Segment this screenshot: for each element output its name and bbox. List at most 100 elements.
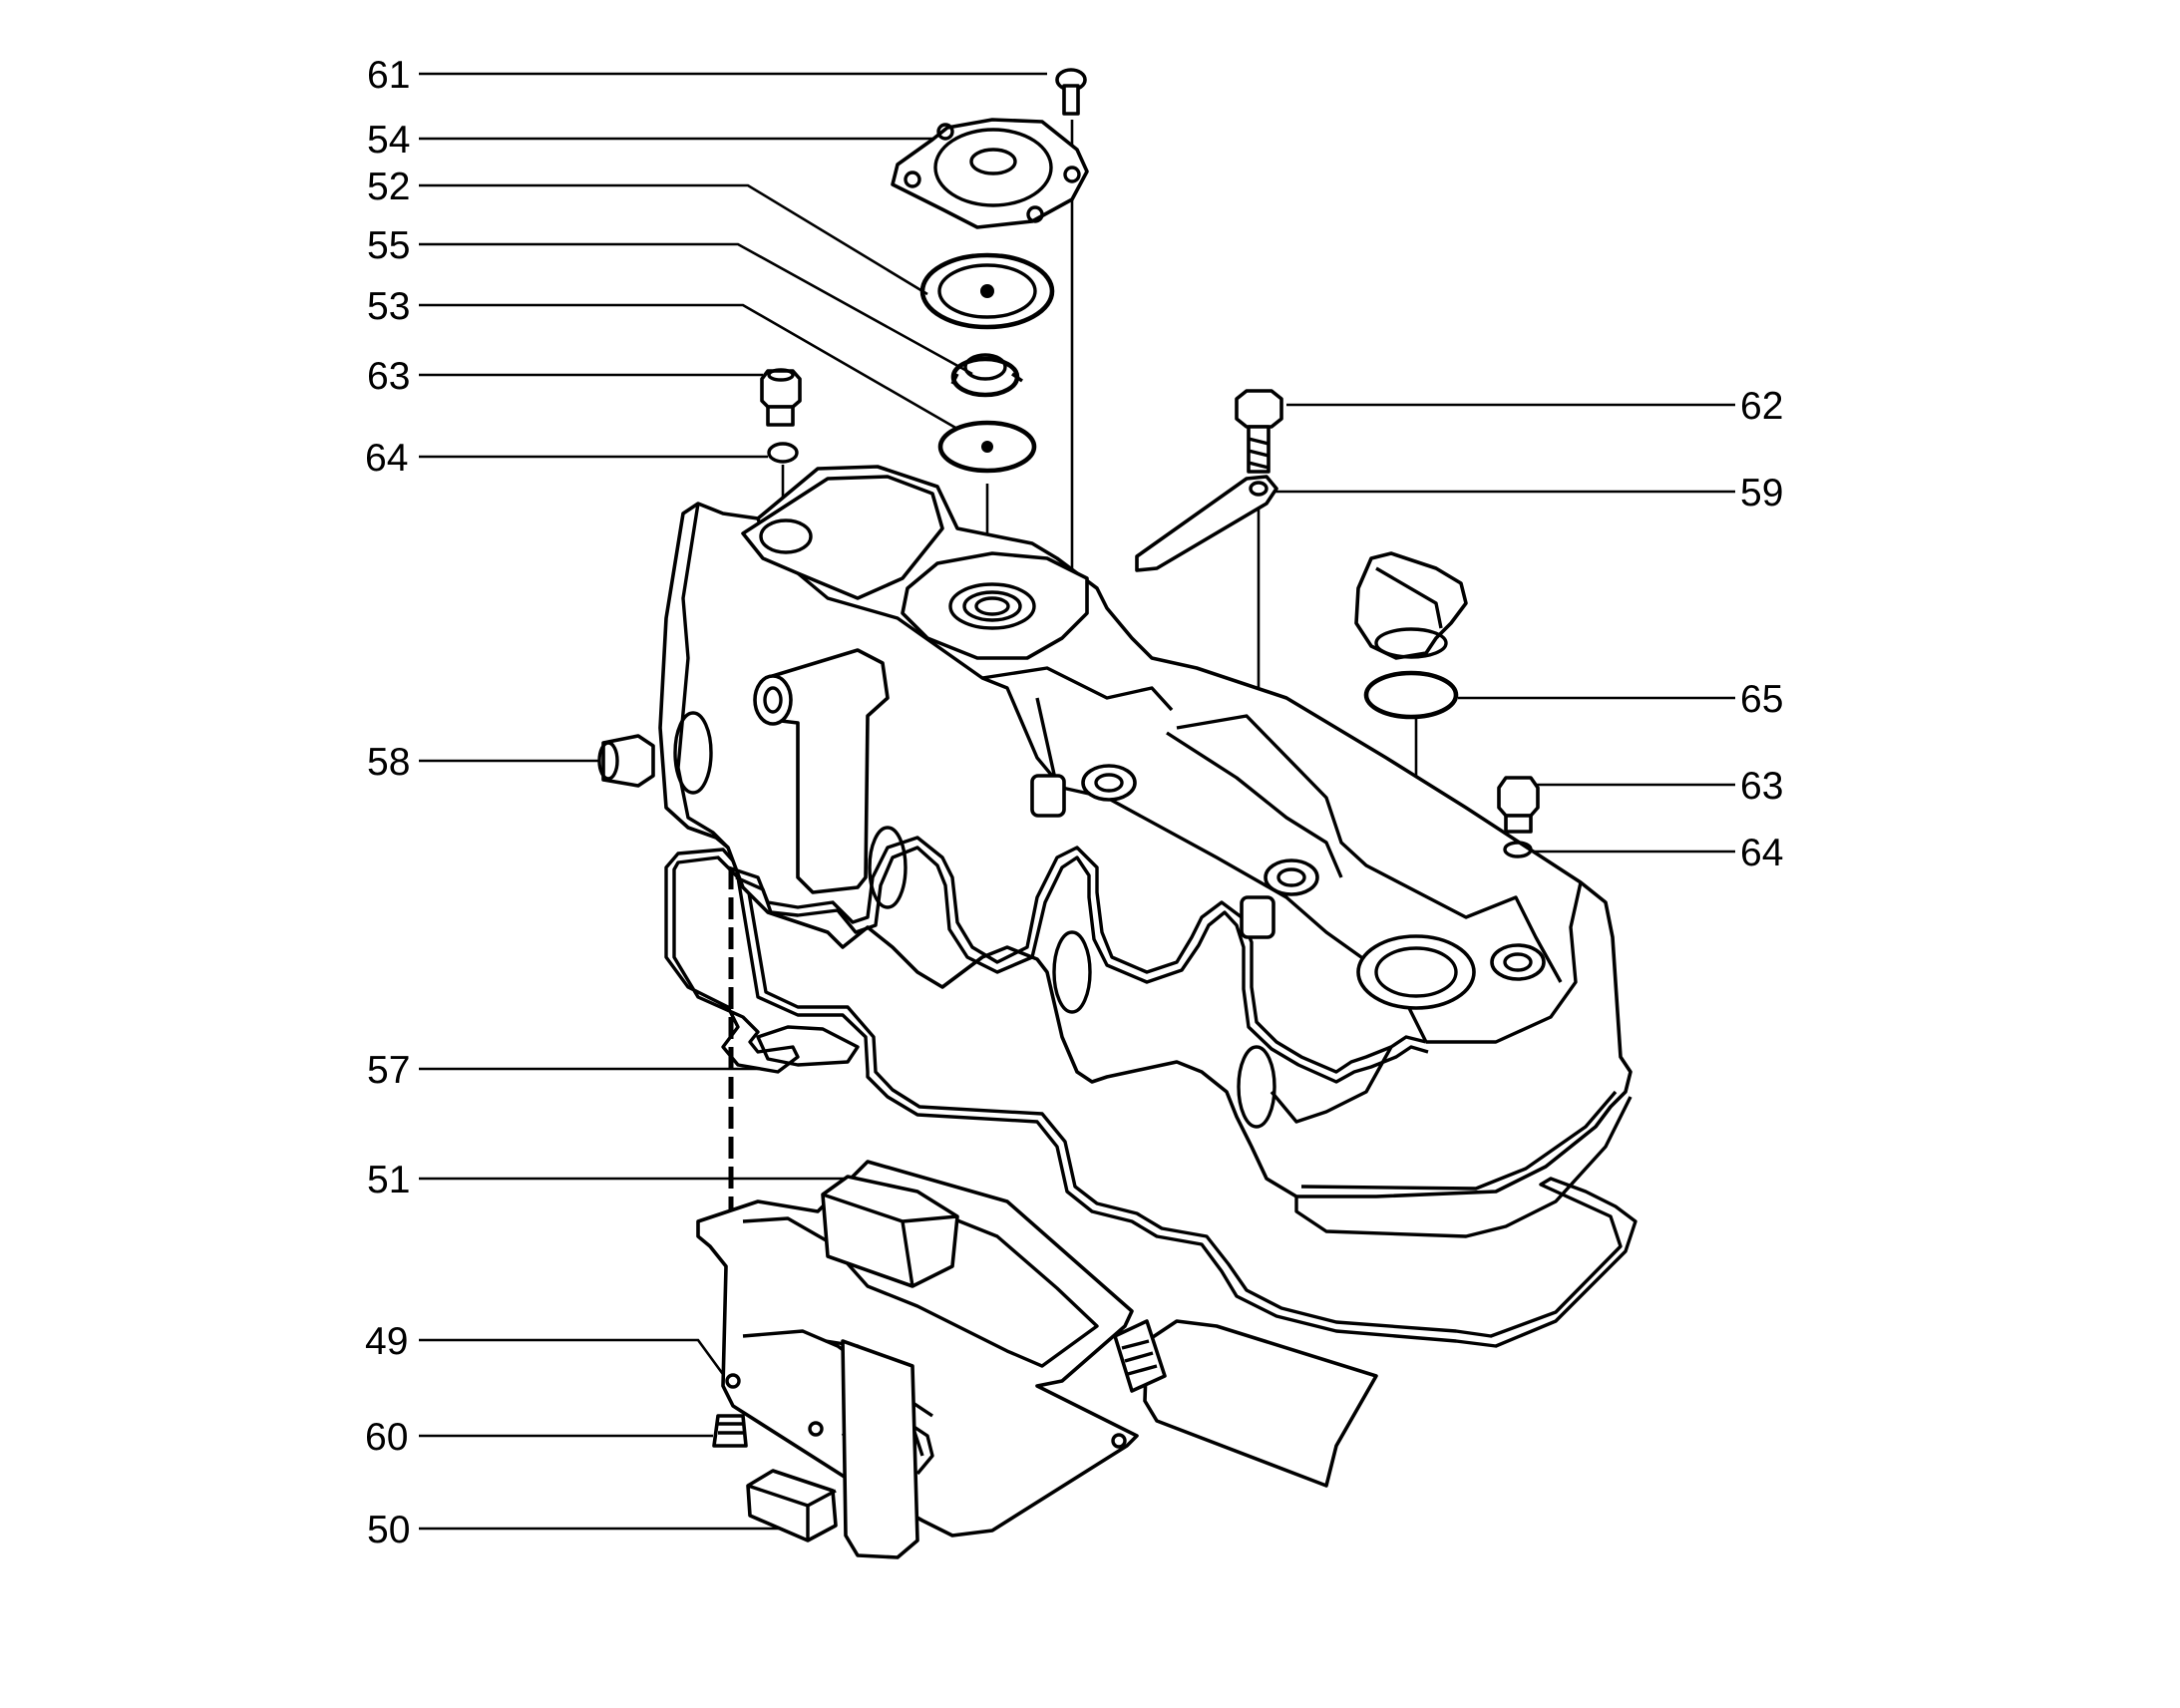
cover-flange-inner bbox=[1300, 1090, 1618, 1191]
callout-60: 60 bbox=[365, 1416, 408, 1459]
callout-55: 55 bbox=[367, 224, 410, 267]
plug-63-right-body bbox=[1504, 814, 1533, 834]
valve-cover-body bbox=[658, 465, 1633, 1198]
boss-2 bbox=[1240, 895, 1275, 939]
callout-64: 64 bbox=[365, 437, 408, 480]
callout-58: 58 bbox=[367, 741, 410, 784]
front-cutout-3 bbox=[1052, 930, 1092, 1014]
cover-end-panel bbox=[1270, 1046, 1393, 1124]
cover-hole-3 bbox=[1026, 205, 1044, 223]
callout-52: 52 bbox=[367, 166, 410, 208]
disc-53 bbox=[937, 420, 1037, 474]
cover-left-face bbox=[676, 503, 730, 850]
washer-64-right bbox=[1503, 841, 1533, 858]
boss-1 bbox=[1030, 774, 1066, 818]
callout-64-right: 64 bbox=[1740, 832, 1783, 874]
bolt-62-shank bbox=[1247, 425, 1271, 474]
grommet-2 bbox=[1264, 858, 1319, 896]
lower-assembly bbox=[696, 1160, 1378, 1559]
bolt-62-head bbox=[1235, 389, 1283, 429]
inspection-plate bbox=[741, 475, 944, 600]
sealant-tube-cap-ribs bbox=[1121, 1339, 1158, 1376]
grommet-2-hole bbox=[1276, 867, 1306, 887]
filler-cap-group bbox=[1354, 551, 1468, 720]
front-cutout-1 bbox=[673, 711, 713, 795]
bracket-59-hole bbox=[1249, 481, 1269, 497]
cover-raised-panel-b bbox=[1166, 731, 1343, 878]
breather-seat-ring bbox=[948, 582, 1036, 630]
callout-63: 63 bbox=[367, 355, 410, 398]
bolt-62-group bbox=[1135, 389, 1283, 572]
callout-50: 50 bbox=[367, 1509, 410, 1551]
cover-hole-4 bbox=[904, 171, 921, 188]
diaphragm-52-center bbox=[980, 284, 994, 298]
filler-cap-grip bbox=[1375, 566, 1443, 629]
breather-seat-ring-inner bbox=[962, 590, 1022, 622]
breather-cover-hub bbox=[969, 148, 1017, 175]
callout-62: 62 bbox=[1740, 385, 1783, 428]
plug-63-left bbox=[760, 368, 802, 464]
bolt-62-thread bbox=[1248, 437, 1270, 470]
o-ring-65 bbox=[1363, 670, 1459, 720]
callout-53: 53 bbox=[367, 285, 410, 328]
leader-52 bbox=[419, 183, 928, 296]
grommet-3 bbox=[1490, 943, 1546, 981]
callout-49: 49 bbox=[365, 1320, 408, 1363]
callout-65: 65 bbox=[1740, 678, 1783, 721]
bracket-59 bbox=[1135, 475, 1278, 572]
front-cutout-2 bbox=[868, 826, 908, 909]
grommet-1-hole bbox=[1094, 773, 1124, 793]
breather-pipe-bore bbox=[763, 686, 783, 714]
baffle-plate-49 bbox=[696, 1160, 1139, 1537]
callout-59: 59 bbox=[1740, 472, 1783, 514]
vertical-baffle bbox=[841, 1339, 919, 1559]
grommet-58 bbox=[597, 734, 655, 788]
bolt-61-shank bbox=[1062, 84, 1080, 116]
cover-top-ridge bbox=[981, 666, 1174, 712]
leader-55 bbox=[419, 242, 973, 376]
plug-63-right bbox=[1497, 776, 1540, 858]
callout-57: 57 bbox=[367, 1049, 410, 1092]
plug-63-top bbox=[767, 368, 795, 382]
cover-right-end bbox=[1426, 881, 1583, 1044]
plug-63-body bbox=[766, 405, 795, 427]
sealant-tube bbox=[1143, 1319, 1378, 1488]
grommet-1 bbox=[1081, 764, 1137, 802]
spring-55-coil bbox=[963, 353, 1007, 381]
washer-64 bbox=[767, 442, 799, 464]
leader-50 bbox=[419, 1527, 804, 1537]
callout-54: 54 bbox=[367, 119, 410, 162]
front-cutout-4 bbox=[1237, 1045, 1276, 1129]
cover-hole-1 bbox=[936, 123, 954, 141]
filler-cap-thread bbox=[1374, 627, 1448, 659]
baffle-plate-inner bbox=[742, 1195, 1099, 1368]
cover-flange bbox=[1294, 1096, 1633, 1238]
cover-gasket bbox=[664, 848, 1637, 1348]
gasket-tab bbox=[756, 1025, 860, 1067]
stud-60 bbox=[712, 1414, 748, 1448]
baffle-hole-1 bbox=[725, 1373, 741, 1389]
breather-cover-dome bbox=[933, 128, 1053, 207]
filler-neck-inner bbox=[1374, 946, 1458, 998]
callout-63-right: 63 bbox=[1740, 765, 1783, 808]
cover-raised-panel bbox=[1176, 714, 1563, 983]
rubber-block-51-edges bbox=[822, 1193, 958, 1287]
breather-stack bbox=[891, 68, 1089, 474]
breather-pipe-end bbox=[753, 674, 793, 726]
diaphragm-52-inner bbox=[937, 263, 1037, 319]
breather-seat-hole bbox=[974, 596, 1010, 616]
baffle-hole-2 bbox=[808, 1421, 824, 1437]
leader-53 bbox=[419, 303, 958, 431]
cover-side-rib bbox=[1035, 697, 1059, 789]
valve-cover bbox=[658, 465, 1633, 1238]
breather-seat bbox=[901, 551, 1089, 660]
pad-50 bbox=[746, 1469, 838, 1542]
callout-labels: 61 54 52 55 53 63 64 58 57 51 49 60 50 6… bbox=[365, 54, 1783, 1551]
grommet-3-hole bbox=[1503, 952, 1533, 972]
spring-55 bbox=[950, 356, 1020, 398]
stud-60-thread bbox=[718, 1422, 743, 1435]
baffle-hole-3 bbox=[1111, 1433, 1127, 1449]
disc-53-center bbox=[981, 441, 993, 453]
cover-top-edge bbox=[756, 517, 1428, 1043]
cover-front-wave-inner bbox=[735, 846, 1429, 1084]
